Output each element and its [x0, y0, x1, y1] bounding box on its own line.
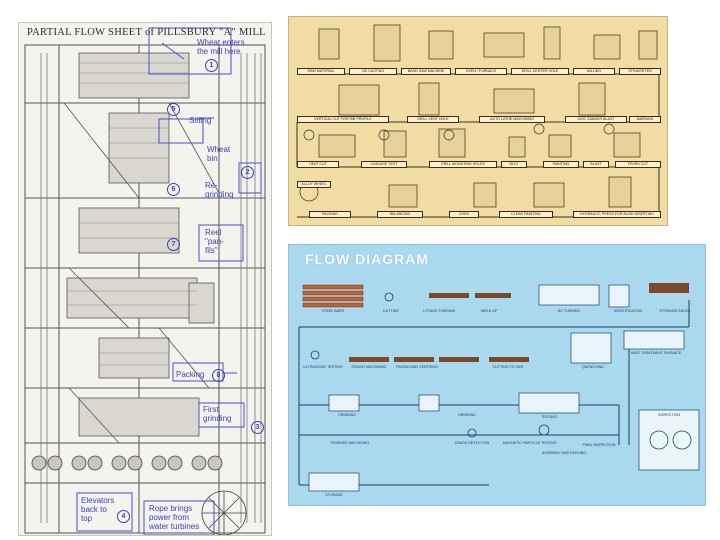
- step-auto-lathe: AUTO LATHE MACHINING: [479, 116, 545, 123]
- step-balancing: BALANCING: [377, 211, 423, 218]
- step-clear-painting: CLEAR PAINTING: [499, 211, 553, 218]
- annotation-number: 8: [212, 369, 225, 382]
- flow-cutting-to-size: CUTTING TO SIZE: [492, 365, 524, 369]
- flow-finished-machining: FINISHED MACHINING: [330, 441, 370, 445]
- annotation-number: 3: [251, 421, 264, 434]
- flow-cutting: CUTTING: [383, 309, 399, 313]
- step-vertical-cut: VERTICAL CUT FOR RIB PROFILE: [297, 116, 389, 123]
- flow-quenching: QUENCHING: [582, 365, 604, 369]
- annotation-regrinding: Re- grinding: [205, 181, 234, 199]
- flow-rough-machining: ROUGH MACHINING: [351, 365, 387, 369]
- step-blast: BLAST: [583, 161, 609, 168]
- step-leakage-test: LEAKAGE TEST: [361, 161, 407, 168]
- flow-identification: IDENTIFICATION: [613, 309, 643, 313]
- flow-assembly-packing: ASSEMBLY AND PACKING: [541, 451, 587, 455]
- annotation-wheat-enters: Wheat enters the mill here: [197, 38, 245, 56]
- annotation-number: 2: [241, 166, 254, 179]
- step-hydraulic-press: HYDRAULIC PRESS FOR BUSH INSERTING: [573, 211, 661, 218]
- step-od-casting: OD CASTING: [349, 68, 397, 75]
- forging-flow-diagram-panel: FLOW DIAGRAM STEEL BARS CUTTING 3 STAGE …: [288, 244, 706, 506]
- step-marking: MARKING: [629, 116, 661, 123]
- annotation-wheat-bin: Wheat bin: [207, 145, 231, 163]
- flow-weld-up: WELD UP: [480, 309, 498, 313]
- annotation-number: 1: [205, 59, 218, 72]
- step-packing: PACKING: [309, 211, 351, 218]
- flow-magnetic-particle: MAGNETIC PARTICLE TESTING: [503, 441, 557, 445]
- step-oven-furnace: OVEN / FURNACE: [455, 68, 507, 75]
- flow-steel-bars: STEEL BARS: [321, 309, 345, 313]
- factory-connectors: [296, 24, 660, 218]
- annotation-number: 6: [167, 183, 180, 196]
- annotation-sifting: Sifting: [189, 116, 212, 125]
- flow-crack-detection: CRACK DETECTION: [454, 441, 490, 445]
- flow-ultrasonic-testing: ULTRASONIC TESTING: [303, 365, 343, 369]
- annotation-first-grinding: First grinding: [203, 405, 232, 423]
- step-oven: OVEN: [449, 211, 479, 218]
- step-band-saw: BAND SAW MACHINE: [401, 68, 451, 75]
- annotation-number: 7: [167, 238, 180, 251]
- step-drill-vent-hole: DRILL VENT HOLE: [407, 116, 459, 123]
- flow-title: FLOW DIAGRAM: [305, 251, 429, 267]
- annotation-packing: Packing: [176, 370, 205, 379]
- mill-drawing: [24, 27, 266, 535]
- annotation-number: 5: [167, 103, 180, 116]
- flow-testing: TESTING: [541, 415, 557, 419]
- alloy-wheel-process-panel: RAW MATERIAL OD CASTING BAND SAW MACHINE…: [288, 16, 668, 226]
- annotation-number: 4: [117, 510, 130, 523]
- step-finish-cut: FINISH CUT: [615, 161, 661, 168]
- flow-connectors: [298, 283, 700, 492]
- flow-storage: STORAGE: [325, 493, 343, 497]
- step-drill-mounting-holes: DRILL MOUNTING HOLES: [429, 161, 497, 168]
- flow-final-inspection: FINAL INSPECTION: [582, 443, 616, 447]
- flow-nc-turning: NC TURNING: [557, 309, 581, 313]
- annotation-rope-power: Rope brings power from water turbines: [149, 504, 200, 531]
- flow-heat-treatment-furnace: HEAT TREATMENT FURNACE: [630, 351, 682, 355]
- flow-storage-racks: STORAGE RACKS: [659, 309, 691, 313]
- flow-facing-centring: FACING AND CENTRING: [396, 365, 438, 369]
- step-milling: MILLING: [573, 68, 615, 75]
- step-drill-center-hole: DRILL CENTER HOLE: [511, 68, 569, 75]
- flow-grinding-upper: GRINDING: [338, 413, 356, 417]
- flow-3-stage-forging: 3 STAGE FORGING: [422, 309, 456, 313]
- annotation-elevators: Elevators back to top: [81, 496, 115, 523]
- flow-grinding: GRINDING: [458, 413, 476, 417]
- annotation-reel: Reel "pan- fils": [205, 228, 224, 255]
- step-raw-material: RAW MATERIAL: [297, 68, 345, 75]
- step-heat-cut: HEAT CUT: [297, 161, 339, 168]
- step-bolt: BOLT: [501, 161, 527, 168]
- step-straighten: STRAIGHTEN: [619, 68, 661, 75]
- mill-flow-sheet-panel: PARTIAL FLOW SHEET of PILLSBURY "A" MILL…: [18, 22, 272, 536]
- flow-inspection: INSPECTION: [658, 413, 680, 417]
- mill-title: PARTIAL FLOW SHEET of PILLSBURY "A" MILL: [27, 27, 266, 38]
- step-disc-sander: DISC SANDER BLAST: [565, 116, 627, 123]
- step-alloy-wheel: ALLOY WHEEL: [297, 181, 331, 188]
- step-painting: PAINTING: [543, 161, 579, 168]
